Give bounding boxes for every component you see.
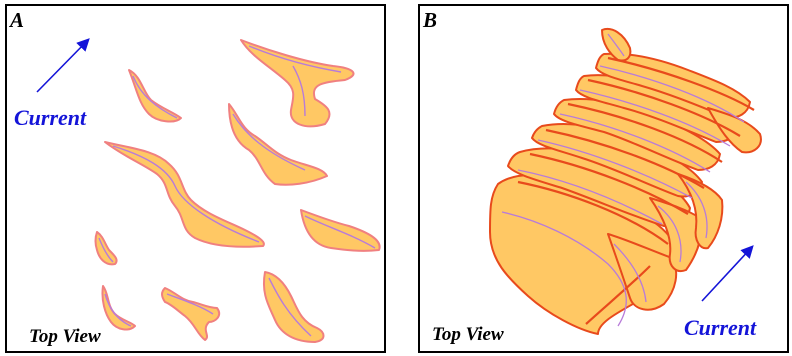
panel-b: B Top View Current xyxy=(418,4,789,353)
panel-a-frame xyxy=(6,5,385,352)
panel-a: A Current Top View xyxy=(5,4,386,353)
top-view-label: Top View xyxy=(432,324,504,346)
panel-b-letter: B xyxy=(423,8,437,33)
panel-a-figure xyxy=(5,4,386,353)
top-view-label: Top View xyxy=(29,326,101,348)
panel-a-letter: A xyxy=(10,8,24,33)
current-label: Current xyxy=(684,315,756,341)
panel-b-figure xyxy=(418,4,789,353)
current-label: Current xyxy=(14,105,86,131)
